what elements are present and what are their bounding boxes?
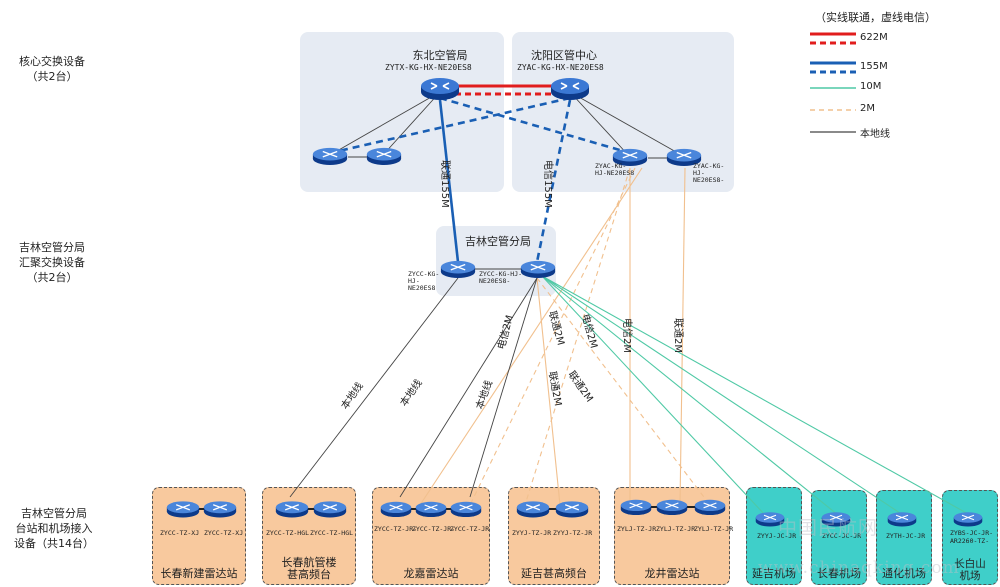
switch-icon[interactable] [380,501,412,518]
device-code: ZYTH-JC-JR [886,532,926,540]
switch-icon[interactable] [166,500,200,518]
device-code: ZYLJ-TZ-JR [617,525,657,533]
link-label-local: 本地线 [473,378,495,411]
link-label-unicom2m: 联通2M [566,369,596,405]
switch-icon[interactable] [450,501,482,518]
router-icon[interactable] [420,78,460,100]
tier-label-access: 吉林空管分局 台站和机场接入 设备（共14台） [14,507,94,550]
device-code: ZYCC-TZ-XJ [204,529,244,537]
switch-icon[interactable] [620,499,652,516]
device-code: ZYCC-TZ-JR- [412,525,456,533]
switch-icon[interactable] [656,499,688,516]
aggregation-device: ZYCC-KG-HJ-NE20ES8 [408,270,440,292]
switch-icon[interactable] [415,501,447,518]
site-name: 通化机场 [882,567,926,580]
legend-label-10m: 10M [860,81,882,92]
site-name: 长白山机场 [954,558,986,582]
device-code: ZYYJ-TZ-JR [553,529,593,537]
device-code: ZYYJ-JC-JR [757,532,797,540]
site-name: 长春航管楼甚高频台 [281,556,337,581]
switch-icon[interactable] [366,147,402,165]
switch-icon[interactable] [440,260,476,278]
legend-title: （实线联通，虚线电信） [815,11,936,24]
switch-icon[interactable] [694,499,726,516]
switch-icon[interactable] [203,500,237,518]
site-box: 通化机场 [876,490,932,585]
router-icon[interactable] [550,78,590,100]
legend-label-622m: 622M [860,32,888,43]
device-code: ZYCC-JC-JR [822,532,862,540]
legend-label-local: 本地线 [860,129,890,140]
watermark-url: www.chinaqking.com [758,558,960,578]
site-box: 长白山机场 [942,490,998,585]
switch-icon[interactable] [887,511,917,527]
switch-icon[interactable] [520,260,556,278]
switch-icon[interactable] [555,500,589,518]
site-name: 长春机场 [817,567,861,580]
device-code: ZYLJ-TZ-JR [656,525,696,533]
switch-icon[interactable] [313,500,347,518]
device-code: ZYLJ-TZ-JR [694,525,734,533]
aggregation-name: 吉林空管分局 [465,235,531,248]
legend-label-155m: 155M [860,61,888,72]
device-code: ZYCC-TZ-HGL [266,529,310,537]
link-label-unicom155: 联通155M [439,160,451,208]
device-code: ZYCC-TZ-XJ [160,529,200,537]
site-box: 长春机场 [811,490,867,585]
watermark-logo: 中国民航网 [778,517,879,539]
tier-label-core: 核心交换设备 （共2台） [19,55,85,83]
site-box: 延吉机场 [746,487,802,585]
link-label-telecom155: 电信155M [542,160,555,208]
switch-icon[interactable] [312,147,348,165]
aggregation-device: ZYCC-KG-HJ-NE20ES8- [479,270,523,285]
site-name: 龙嘉雷达站 [403,567,459,580]
core-name-northeast: 东北空管局 [412,49,468,62]
device-code: ZYBS-JC-JR- [950,529,994,537]
switch-icon[interactable] [953,511,983,527]
site-name: 延吉机场 [752,567,796,580]
core-device-shenyang: ZYAC-KG-HX-NE20ES8 [517,63,604,72]
site-name: 长春新建雷达站 [160,567,238,580]
core-device-northeast: ZYTX-KG-HX-NE20ES8 [385,63,472,72]
link-label-telecom2m: 电信2M [579,312,601,349]
link-label-telecom2m: 电信2M [494,314,516,351]
core-sub-device: ZYAC-KG-HJ-NE20ES8- [693,162,725,184]
link-label-local: 本地线 [397,377,425,409]
site-name: 龙井雷达站 [644,567,700,580]
tier-label-aggregation: 吉林空管分局 汇聚交换设备 （共2台） [19,241,85,284]
device-code: ZYCC-TZ-HGL [310,529,354,537]
core-sub-device: ZYAC-KG-HJ-NE20ES8 [595,162,635,177]
link-label-local: 本地线 [338,380,366,412]
link-label-unicom2m: 联通2M [672,318,684,353]
switch-icon[interactable] [275,500,309,518]
site-name: 延吉甚高频台 [521,567,587,580]
panel-northeast [300,32,504,192]
switch-icon[interactable] [516,500,550,518]
link-label-unicom2m: 联通2M [546,310,567,347]
legend-label-2m: 2M [860,103,875,114]
device-code: ZYCC-TZ-JR [450,525,490,533]
device-code: AR2260-TZ- [950,537,990,545]
device-code: ZYCC-TZ-JR- [374,525,418,533]
link-label-telecom2m: 电信2M [621,318,634,353]
device-code: ZYYJ-TZ-JR [512,529,552,537]
core-name-shenyang: 沈阳区管中心 [531,49,597,62]
